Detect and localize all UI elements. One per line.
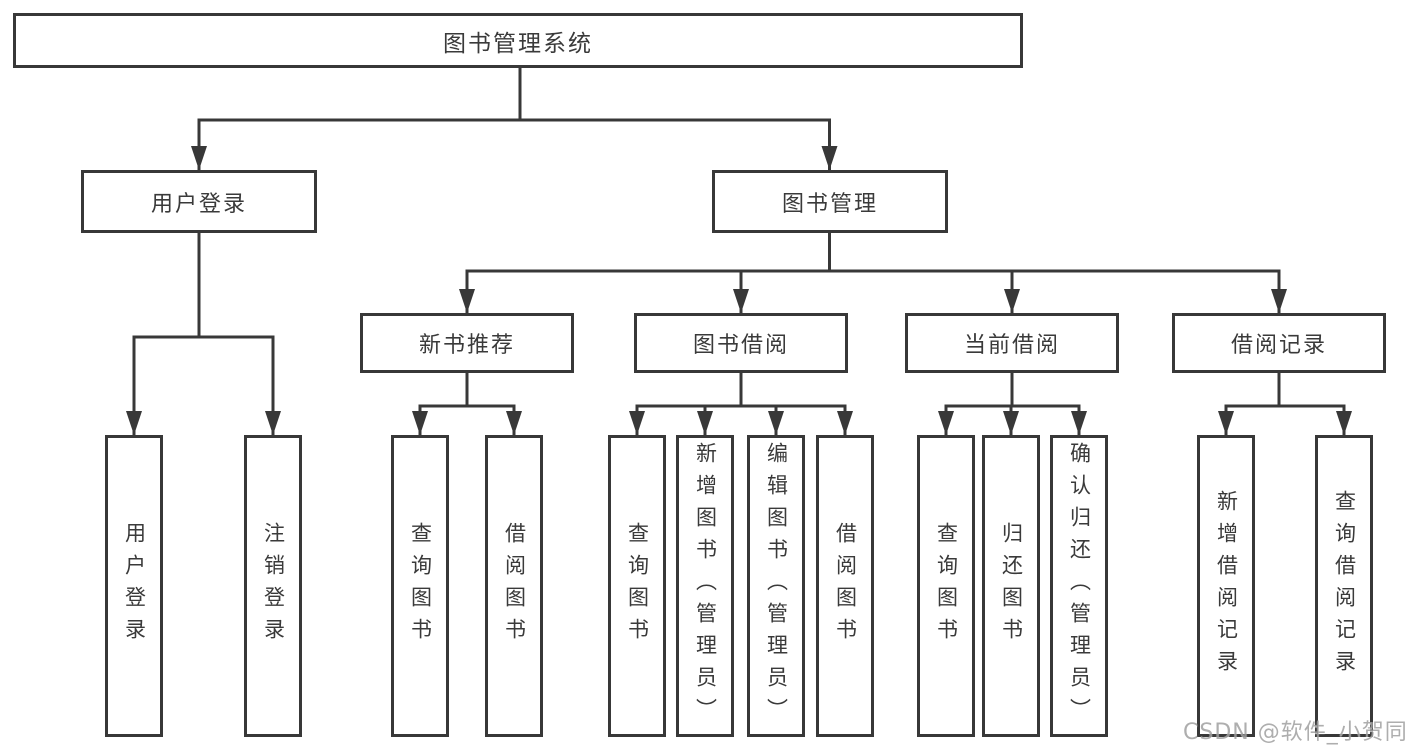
csdn-watermark: CSDN @软件_小贺同学 (1183, 720, 1405, 745)
node-leaf-add-borrow-record-label: 新增借阅记录 (1214, 490, 1239, 682)
node-leaf-query-borrow-record-label: 查询借阅记录 (1332, 490, 1357, 682)
node-user-login: 用户登录 (81, 170, 317, 233)
node-leaf-newbook-borrow-books: 借阅图书 (485, 435, 543, 737)
node-leaf-user-login: 用户登录 (105, 435, 163, 737)
node-leaf-add-borrow-record: 新增借阅记录 (1197, 435, 1255, 737)
node-book-management-label: 图书管理 (781, 191, 878, 217)
node-leaf-add-book-admin-label: 新增图书（管理员） (693, 442, 718, 730)
node-leaf-borrow-query-books: 查询图书 (608, 435, 666, 737)
node-leaf-borrow-query-books-label: 查询图书 (625, 522, 650, 650)
node-root-system-label: 图书管理系统 (443, 30, 593, 57)
node-leaf-borrow-borrow-books-label: 借阅图书 (833, 522, 858, 650)
node-leaf-add-book-admin: 新增图书（管理员） (676, 435, 734, 737)
node-new-book-recommend-label: 新书推荐 (418, 333, 515, 358)
node-leaf-borrow-borrow-books: 借阅图书 (816, 435, 874, 737)
node-leaf-return-book: 归还图书 (982, 435, 1040, 737)
node-book-borrowing-label: 图书借阅 (692, 333, 789, 358)
node-leaf-current-query-books: 查询图书 (917, 435, 975, 737)
node-book-borrowing: 图书借阅 (634, 313, 848, 373)
node-leaf-query-borrow-record: 查询借阅记录 (1315, 435, 1373, 737)
connector-backbones (132, 66, 1346, 408)
node-leaf-newbook-query-books: 查询图书 (391, 435, 449, 737)
node-borrowing-records-label: 借阅记录 (1230, 333, 1327, 358)
node-leaf-edit-book-admin: 编辑图书（管理员） (747, 435, 805, 737)
node-leaf-confirm-return-admin-label: 确认归还（管理员） (1067, 442, 1092, 730)
node-leaf-return-book-label: 归还图书 (999, 522, 1024, 650)
node-leaf-logout-label: 注销登录 (261, 522, 286, 650)
node-leaf-edit-book-admin-label: 编辑图书（管理员） (764, 442, 789, 730)
node-leaf-newbook-query-books-label: 查询图书 (408, 522, 433, 650)
node-book-management: 图书管理 (712, 170, 948, 233)
node-leaf-current-query-books-label: 查询图书 (934, 522, 959, 650)
node-root-system: 图书管理系统 (13, 13, 1023, 68)
node-leaf-user-login-label: 用户登录 (122, 522, 147, 650)
node-leaf-confirm-return-admin: 确认归还（管理员） (1050, 435, 1108, 737)
node-user-login-label: 用户登录 (150, 191, 247, 217)
node-current-borrowing: 当前借阅 (905, 313, 1119, 373)
node-leaf-newbook-borrow-books-label: 借阅图书 (502, 522, 527, 650)
node-borrowing-records: 借阅记录 (1172, 313, 1386, 373)
node-new-book-recommend: 新书推荐 (360, 313, 574, 373)
node-leaf-logout: 注销登录 (244, 435, 302, 737)
node-current-borrowing-label: 当前借阅 (963, 333, 1060, 358)
